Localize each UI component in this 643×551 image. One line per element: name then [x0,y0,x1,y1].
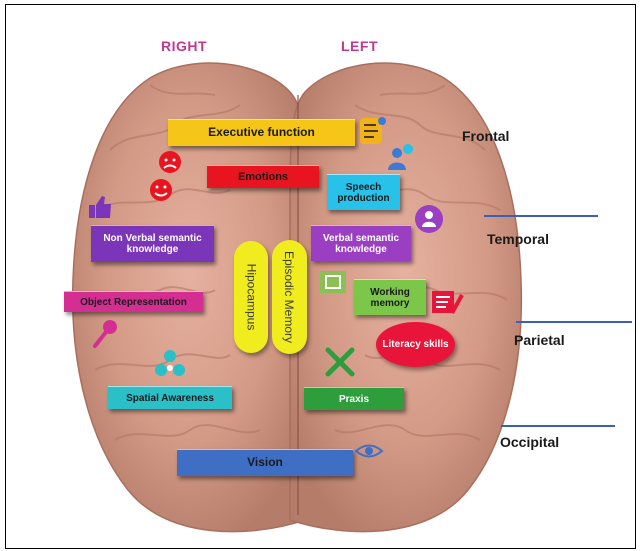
executive-function-box: Executive function [168,119,355,146]
lobe-label-temporal: Temporal [487,231,549,247]
molecule-icon [152,348,188,380]
lobe-divider-temporal [484,215,598,217]
working-memory-box: Working memory [354,279,426,315]
hipocampus-pill: Hipocampus [234,241,268,353]
episodic-memory-pill: Episodic Memory [272,240,307,354]
hemisphere-label-left: LEFT [341,38,378,54]
key-icon [90,318,120,350]
emotions-box: Emotions [207,165,319,188]
hemisphere-label-right: RIGHT [161,38,207,54]
writing-icon [428,287,464,317]
non-verbal-semantic-box: Non Verbal semantic knowledge [91,225,214,262]
emotion-faces-icon [150,150,186,206]
verbal-semantic-box: Verbal semantic knowledge [311,225,411,261]
lobe-label-occipital: Occipital [500,434,559,450]
eye-icon [354,440,384,462]
tools-icon [324,346,356,378]
vision-box: Vision [177,449,353,476]
lobe-divider-occipital [501,425,615,427]
hipocampus-label: Hipocampus [244,264,258,331]
lobe-divider-parietal [516,321,632,323]
speech-production-box: Speech production [327,174,400,210]
person-idea-icon [412,203,446,235]
lobe-label-parietal: Parietal [514,332,565,348]
lobe-label-frontal: Frontal [462,128,509,144]
praxis-box: Praxis [304,387,404,410]
episodic-memory-label: Episodic Memory [283,251,297,343]
speaking-person-icon [386,142,414,172]
thumbs-up-icon [86,193,114,221]
spatial-awareness-box: Spatial Awareness [108,386,232,409]
memory-picture-icon [316,265,350,299]
object-representation-box: Object Representation [64,291,203,312]
puzzle-head-icon [356,115,388,147]
literacy-skills-ellipse: Literacy skills [376,322,455,367]
